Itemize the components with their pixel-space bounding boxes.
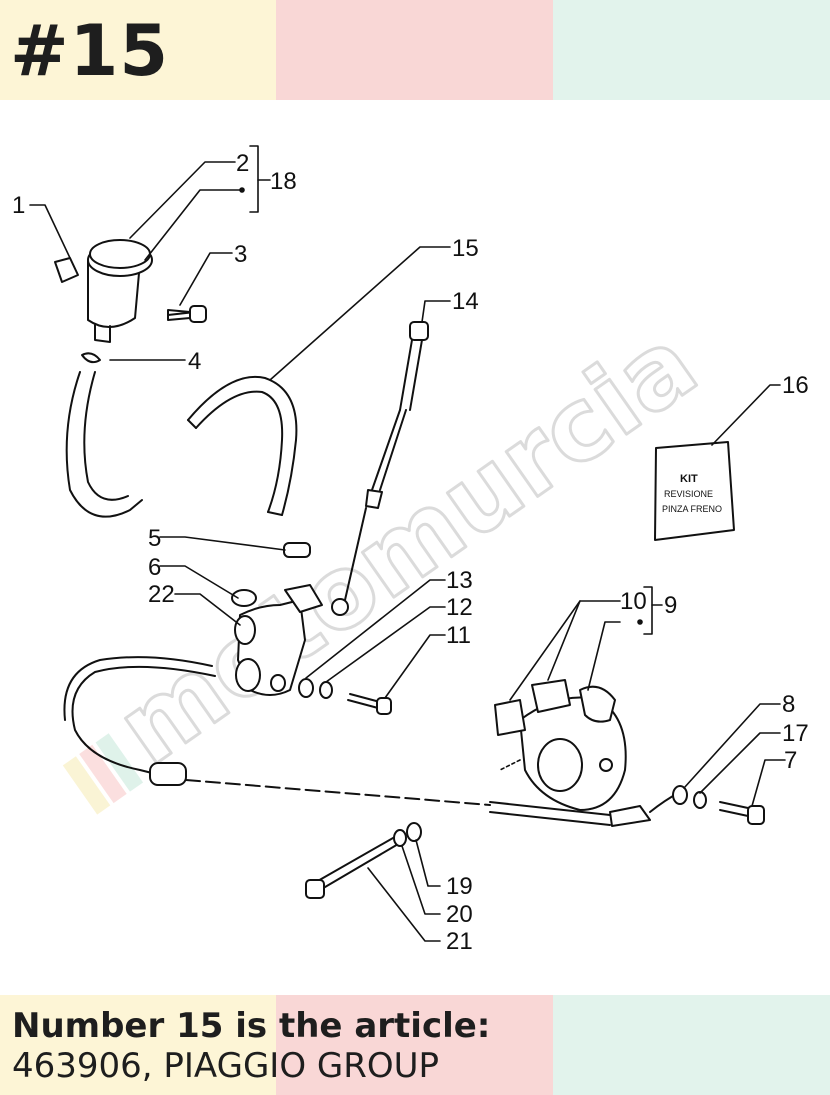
callout-22: 22 bbox=[148, 581, 175, 608]
footer-color-band bbox=[0, 995, 830, 1095]
callout-9: 9 bbox=[664, 592, 677, 619]
callout-labels: 1 2 3 4 5 6 7 8 9 10 11 12 13 14 15 16 1… bbox=[12, 150, 809, 955]
master-cylinder bbox=[231, 542, 323, 696]
callout-16: 16 bbox=[782, 372, 809, 399]
article-caption-detail: 463906, PIAGGIO GROUP bbox=[12, 1046, 440, 1086]
page-number: #15 bbox=[10, 10, 170, 92]
footer-band-yellow bbox=[0, 995, 276, 1095]
callout-12: 12 bbox=[446, 594, 473, 621]
exploded-parts-diagram: motomurcia bbox=[12, 145, 809, 955]
header-color-band bbox=[0, 0, 830, 100]
long-hose bbox=[187, 375, 298, 516]
callout-3: 3 bbox=[234, 241, 247, 268]
kit-label-line2: REVISIONE bbox=[664, 489, 713, 499]
kit-label-title: KIT bbox=[680, 473, 698, 485]
callout-21: 21 bbox=[446, 928, 473, 955]
leader-lines bbox=[29, 145, 786, 942]
header-band-pink bbox=[276, 0, 553, 100]
kit-label-line3: PINZA FRENO bbox=[662, 504, 722, 514]
footer-band-pink bbox=[276, 995, 553, 1095]
callout-13: 13 bbox=[446, 567, 473, 594]
article-caption-heading: Number 15 is the article: bbox=[12, 1006, 491, 1046]
callout-20: 20 bbox=[446, 901, 473, 928]
footer-band-green bbox=[553, 995, 830, 1095]
callout-19: 19 bbox=[446, 873, 473, 900]
callout-5: 5 bbox=[148, 525, 161, 552]
callout-8: 8 bbox=[782, 691, 795, 718]
callout-18: 18 bbox=[270, 168, 297, 195]
callout-15: 15 bbox=[452, 235, 479, 262]
callout-1: 1 bbox=[12, 192, 25, 219]
repair-kit: KIT REVISIONE PINZA FRENO bbox=[654, 441, 735, 541]
brake-caliper bbox=[494, 679, 627, 811]
callout-17: 17 bbox=[782, 720, 809, 747]
brake-cable bbox=[331, 321, 429, 616]
header-band-yellow bbox=[0, 0, 276, 100]
callout-11: 11 bbox=[446, 622, 471, 649]
short-hose bbox=[65, 371, 143, 518]
reservoir-group bbox=[54, 239, 207, 364]
callout-7: 7 bbox=[784, 747, 797, 774]
callout-10: 10 bbox=[620, 588, 647, 615]
header-band-green bbox=[553, 0, 830, 100]
watermark-text: motomurcia bbox=[97, 304, 717, 787]
callout-4: 4 bbox=[188, 348, 201, 375]
callout-2: 2 bbox=[236, 150, 249, 177]
callout-14: 14 bbox=[452, 288, 479, 315]
brake-line bbox=[71, 665, 216, 776]
callout-6: 6 bbox=[148, 554, 161, 581]
